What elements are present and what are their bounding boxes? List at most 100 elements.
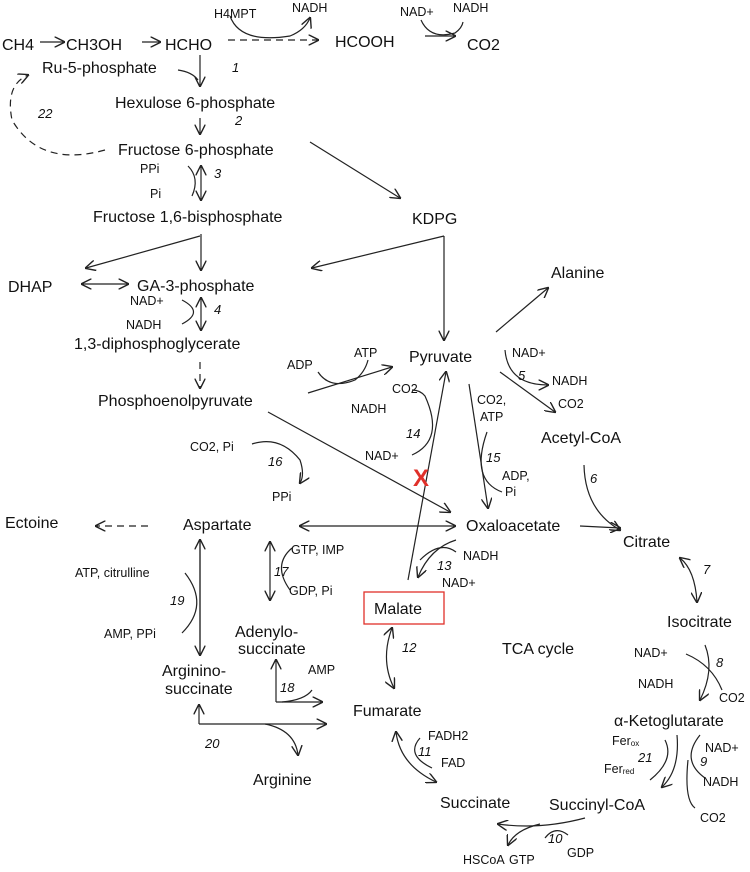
gdp-pi-label: GDP, Pi	[289, 584, 333, 598]
fadh2-label: FADH2	[428, 729, 468, 743]
aspartate-label: Aspartate	[183, 517, 252, 534]
h4mpt-label: H4MPT	[214, 7, 257, 21]
hscoa-label: HSCoA	[463, 853, 505, 867]
acetylcoa-label: Acetyl-CoA	[541, 430, 621, 447]
co2-15-label: CO2,	[477, 393, 506, 407]
citrate-label: Citrate	[623, 534, 670, 551]
enzyme-4: 4	[214, 302, 221, 317]
enzyme-1: 1	[232, 60, 239, 75]
atp-label: ATP	[354, 346, 377, 360]
nadh-9-label: NADH	[703, 775, 738, 789]
enzyme-9: 9	[700, 754, 707, 769]
arrow-malate-fumarate	[386, 628, 394, 688]
arginino-label-2: succinate	[165, 681, 233, 698]
nad-nadh-curve	[420, 19, 464, 36]
enzyme-11: 11	[418, 744, 432, 759]
nadh-nad-curve-13	[419, 546, 457, 561]
ppi-label: PPi	[140, 162, 159, 176]
arrow-oaa-malate	[418, 539, 457, 577]
malate-label: Malate	[374, 601, 422, 618]
amp-ppi-label: AMP, PPi	[104, 627, 156, 641]
nadh-14-label: NADH	[351, 402, 386, 416]
arginine-label: Arginine	[253, 772, 312, 789]
enzyme-16: 16	[268, 454, 283, 469]
co2pi-16-label: CO2, Pi	[190, 440, 234, 454]
arrow-pyruvate-alanine	[495, 288, 548, 333]
nad-nadh-curve-9	[690, 734, 706, 779]
hcho-label: HCHO	[165, 37, 212, 54]
arrow-akg-succinylcoa	[662, 734, 679, 787]
nad-nadh-curve-4	[181, 299, 195, 325]
arrow-pep-pyruvate	[307, 367, 392, 394]
fer-curve-21	[649, 739, 669, 781]
atp-citrulline-label: ATP, citrulline	[75, 566, 150, 580]
malate-highlight-box	[363, 591, 445, 625]
arginine-curve-20	[264, 723, 298, 755]
gtp-10-label: GTP	[509, 853, 535, 867]
nad-14-label: NAD+	[365, 449, 399, 463]
enzyme-22: 22	[37, 106, 53, 121]
nad-nadh-curve-5	[504, 349, 548, 385]
nad-8-label: NAD+	[634, 646, 668, 660]
arrow-fbp-dhap	[86, 235, 201, 268]
arrow-malate-pyruvate	[407, 372, 446, 581]
co2-9-label: CO2	[700, 811, 726, 825]
tca-cycle-label: TCA cycle	[502, 641, 574, 658]
hexulose-label: Hexulose 6-phosphate	[115, 95, 275, 112]
adp-atp-curve	[317, 359, 369, 385]
co2-ppi-curve-16	[251, 441, 303, 483]
pyruvate-label: Pyruvate	[409, 349, 472, 366]
enzyme-15: 15	[486, 450, 501, 465]
nad-13-label: NAD+	[442, 576, 476, 590]
arrow-citrate-isocitrate	[680, 558, 697, 602]
arrow-pyruvate-oxaloacetate	[468, 383, 488, 508]
adp-15-label: ADP,	[502, 469, 530, 483]
nadh-13-label: NADH	[463, 549, 498, 563]
succinate-label: Succinate	[440, 795, 510, 812]
ppi-pi-curve	[187, 165, 196, 197]
enzyme-12: 12	[402, 640, 417, 655]
pi-15-label: Pi	[505, 485, 516, 499]
fer-ox-label: Ferox	[612, 734, 639, 748]
adenylosuccinate-label-1: Adenylo-	[235, 624, 298, 641]
amp-18-label: AMP	[308, 663, 335, 677]
gtp-gdp-curve-10	[544, 830, 569, 839]
ppi-16-label: PPi	[272, 490, 291, 504]
dhap-label: DHAP	[8, 279, 52, 296]
fadh2-fad-curve-11	[414, 737, 433, 769]
enzyme-17: 17	[274, 564, 289, 579]
enzyme-10: 10	[548, 831, 563, 846]
nadh-a-label: NADH	[292, 1, 327, 15]
pi-label: Pi	[150, 187, 161, 201]
akg-label: α-Ketoglutarate	[614, 713, 724, 730]
ch3oh-label: CH3OH	[66, 37, 122, 54]
adp-label: ADP	[287, 358, 313, 372]
bpg-label: 1,3-diphosphoglycerate	[74, 336, 240, 353]
amp-curve-18	[281, 689, 313, 703]
kdpg-label: KDPG	[412, 211, 457, 228]
arrow-acetylcoa-citrate	[583, 464, 620, 530]
enzyme-20: 20	[204, 736, 220, 751]
arginino-label-1: Arginino-	[162, 663, 226, 680]
enzyme-13: 13	[437, 558, 452, 573]
h4mpt-nadh-curve	[229, 16, 310, 39]
enzyme-6: 6	[590, 471, 598, 486]
f6p-label: Fructose 6-phosphate	[118, 142, 274, 159]
nad-nadh-curve-14	[411, 389, 434, 456]
hscoa-curve-10	[508, 823, 541, 845]
enzyme-2: 2	[234, 113, 243, 128]
arrow-isocitrate-akg	[700, 644, 710, 700]
fad-label: FAD	[441, 756, 465, 770]
co2-curve-9	[686, 759, 696, 809]
blocked-x-mark: X	[413, 465, 429, 492]
enzyme-18: 18	[280, 680, 295, 695]
nad-co2-curve-8	[685, 653, 723, 691]
alanine-label: Alanine	[551, 265, 604, 282]
gtp-gdp-curve-17	[280, 547, 293, 591]
co2-14-label: CO2	[392, 382, 418, 396]
ga3p-label: GA-3-phosphate	[137, 278, 255, 295]
arrow-kdpg-ga3p	[312, 235, 445, 268]
ru5p-label: Ru-5-phosphate	[42, 60, 157, 77]
pep-label: Phosphoenolpyruvate	[98, 393, 253, 410]
